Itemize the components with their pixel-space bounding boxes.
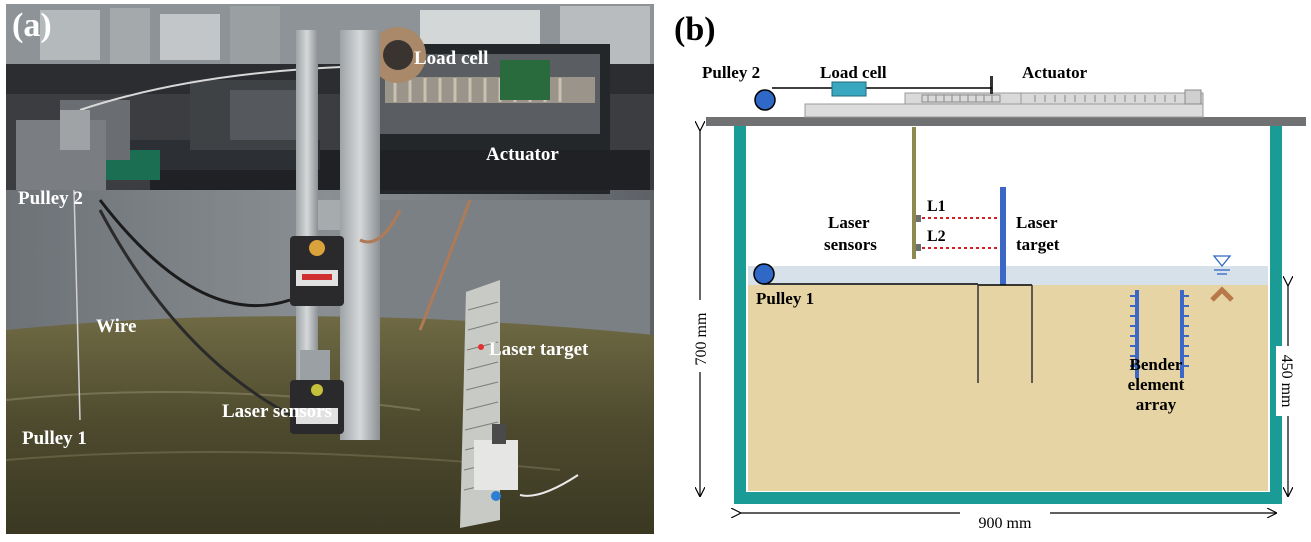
label-bender-2: element <box>1128 375 1185 394</box>
panel-a-tag: (a) <box>12 7 52 44</box>
actuator-screw <box>385 77 595 103</box>
tank-wall <box>734 126 1282 504</box>
wire-vertical <box>73 189 81 421</box>
actuator-post <box>990 76 993 94</box>
label-laser-sensors-1: Laser <box>828 213 870 232</box>
actuator-base <box>804 103 1204 118</box>
vertical-rail <box>340 30 380 440</box>
wire-top <box>79 65 373 111</box>
label-dim-height: 700 mm <box>693 312 710 365</box>
sensor-head-l1 <box>916 215 921 222</box>
label-laser-target-2: target <box>1016 235 1060 254</box>
label-dim-width: 900 mm <box>979 515 1032 532</box>
label-pulley-2: Pulley 2 <box>18 188 83 209</box>
label-pulley-2: Pulley 2 <box>702 63 760 82</box>
photo-illustration: (a) Load cell Actuator Pulley 2 Wire Las… <box>5 4 654 534</box>
soil-layer <box>748 285 1268 491</box>
pulley-1 <box>753 263 775 285</box>
cable <box>98 209 301 422</box>
label-dim-soil: 450 mm <box>1278 355 1295 408</box>
laser-target-plate <box>460 280 500 528</box>
label-load-cell: Load cell <box>820 63 887 82</box>
laser-spot <box>478 344 484 350</box>
bender-element-array <box>1130 290 1189 378</box>
cone-symbol <box>1210 286 1234 302</box>
actuator-rail <box>1020 92 1204 105</box>
label-actuator: Actuator <box>486 144 559 165</box>
target-base <box>474 440 518 490</box>
label-laser-target-1: Laser <box>1016 213 1058 232</box>
water-level-symbol <box>1212 255 1232 275</box>
label-laser-sensors: Laser sensors <box>222 401 332 422</box>
label-wire: Wire <box>96 316 136 337</box>
laser-target-bar <box>1000 187 1006 285</box>
photo-panel: (a) Load cell Actuator Pulley 2 Wire Las… <box>5 4 654 534</box>
label-pulley-1: Pulley 1 <box>756 289 814 308</box>
panel-b-tag: (b) <box>674 11 716 48</box>
label-laser-target: Laser target <box>489 339 589 360</box>
schematic-illustration: (b) <box>674 11 1306 532</box>
laser-sensor-rod <box>912 127 916 259</box>
pulley-2 <box>754 89 776 111</box>
label-l1: L1 <box>927 198 946 215</box>
label-actuator: Actuator <box>1022 63 1088 82</box>
label-bender-1: Bender <box>1130 355 1183 374</box>
label-l2: L2 <box>927 228 946 245</box>
sensor-head-l2 <box>916 244 921 251</box>
load-cell <box>831 81 867 97</box>
label-bender-3: array <box>1136 395 1177 414</box>
label-laser-sensors-2: sensors <box>824 235 877 254</box>
label-pulley-1: Pulley 1 <box>22 428 87 449</box>
label-load-cell: Load cell <box>414 48 488 69</box>
schematic-panel: (b) <box>660 0 1311 542</box>
top-plate <box>706 117 1306 126</box>
cable <box>98 199 291 308</box>
water-layer <box>748 266 1268 285</box>
vertical-rail <box>296 30 318 430</box>
